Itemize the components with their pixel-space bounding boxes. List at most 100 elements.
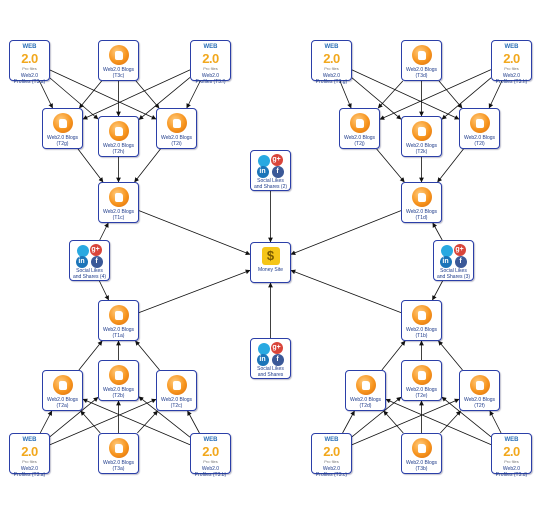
- edge-arrow: [49, 397, 99, 437]
- blogger-icon: [52, 375, 73, 395]
- node-label: Web2.0 Blogs(T2l): [463, 135, 496, 147]
- node-blogger: Web2.0 Blogs(T2h): [98, 116, 139, 157]
- edge-arrow: [351, 69, 460, 120]
- node-label: Web2.0 Blogs(T2e): [405, 387, 438, 399]
- node-label: Web2.0 Blogs(T3a): [102, 460, 135, 472]
- edge-arrow: [351, 77, 402, 120]
- node-blogger: Web2.0 Blogs(T1a): [98, 300, 139, 341]
- edge-arrow: [39, 80, 53, 109]
- blogger-icon: [52, 113, 73, 133]
- node-label: Web2.0 Blogs(T1b): [405, 327, 438, 339]
- blogger-icon: [108, 438, 129, 458]
- node-blogger: Web2.0 Blogs(T2j): [339, 108, 380, 149]
- blogger-icon: [108, 45, 129, 65]
- blogger-icon: [349, 113, 370, 133]
- edge-arrow: [99, 280, 109, 301]
- edge-arrow: [377, 80, 404, 109]
- blogger-icon: [108, 121, 129, 141]
- edge-arrow: [432, 280, 443, 301]
- node-label: Web2.0 Blogs(T1a): [102, 327, 135, 339]
- edge-arrow: [438, 340, 463, 371]
- node-label: Web2.0 Blogs(T2c): [160, 397, 193, 409]
- node-label: Web2.0 Blogs(T2f): [463, 397, 496, 409]
- node-label: Web2.0 Blogs(T2a): [46, 397, 79, 409]
- edge-arrow: [49, 398, 157, 446]
- node-label: Money Site: [257, 267, 283, 273]
- blogger-icon: [411, 45, 432, 65]
- node-money: $Money Site: [250, 242, 291, 283]
- node-blogger: Web2.0 Blogs(T2c): [156, 370, 197, 411]
- node-blogger: Web2.0 Blogs(T2g): [42, 108, 83, 149]
- node-label: Web2.0 Blogs(T2k): [405, 143, 438, 155]
- node-label: Web2.0 Blogs(T3b): [405, 460, 438, 472]
- edge-arrow: [138, 396, 191, 438]
- node-blogger: Web2.0 Blogs(T2k): [401, 116, 442, 157]
- edge-arrow: [351, 398, 460, 446]
- blogger-icon: [166, 113, 187, 133]
- blogger-icon: [355, 375, 376, 395]
- blogger-icon: [108, 365, 129, 385]
- node-blogger: Web2.0 Blogs(T3d): [401, 40, 442, 81]
- edge-arrow: [290, 210, 402, 255]
- edge-arrow: [379, 69, 492, 120]
- blogger-icon: [108, 305, 129, 325]
- node-blogger: Web2.0 Blogs(T3b): [401, 433, 442, 474]
- edge-arrow: [489, 410, 502, 434]
- edge-arrow: [99, 222, 109, 241]
- edge-arrow: [441, 77, 492, 120]
- edge-arrow: [440, 410, 461, 434]
- blogger-icon: [469, 375, 490, 395]
- edge-arrow: [488, 80, 503, 109]
- node-blogger: Web2.0 Blogs(T2e): [401, 360, 442, 401]
- node-blogger: Web2.0 Blogs(T2d): [345, 370, 386, 411]
- node-label: Web2.0 Blogs(T2b): [102, 387, 135, 399]
- node-label: Web2.0 Blogs(T2d): [349, 397, 382, 409]
- blogger-icon: [108, 187, 129, 207]
- node-blogger: Web2.0 Blogs(T2i): [156, 108, 197, 149]
- node-label: Web2.0 Blogs(T1c): [102, 209, 135, 221]
- node-blogger: Web2.0 Blogs(T2f): [459, 370, 500, 411]
- edge-arrow: [82, 69, 191, 120]
- node-label: Web2.0 Blogs(T2j): [343, 135, 376, 147]
- edge-arrow: [82, 398, 191, 446]
- edge-arrow: [135, 80, 160, 109]
- edge-arrow: [290, 269, 402, 313]
- node-blogger: Web2.0 Blogs(T1d): [401, 182, 442, 223]
- edge-arrow: [342, 410, 355, 434]
- blogger-icon: [411, 438, 432, 458]
- edge-arrow: [137, 410, 158, 434]
- node-blogger: Web2.0 Blogs(T3a): [98, 433, 139, 474]
- blogger-icon: [469, 113, 490, 133]
- edge-arrow: [39, 410, 53, 434]
- blogger-icon: [411, 121, 432, 141]
- edge-arrow: [385, 398, 492, 446]
